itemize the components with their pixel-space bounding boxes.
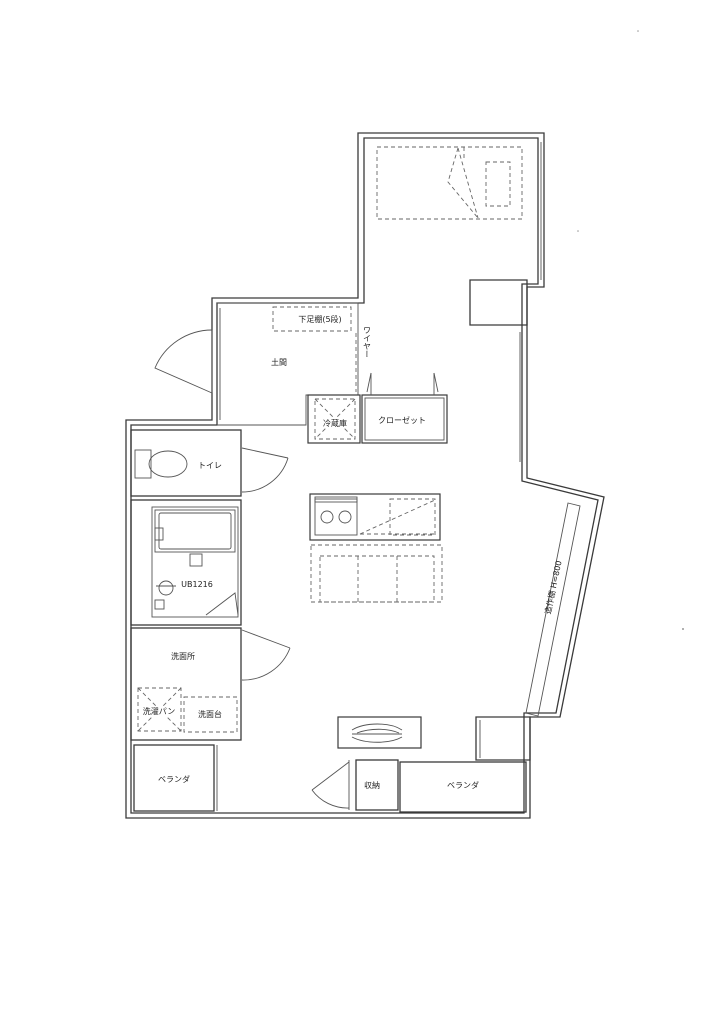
fridge-label: 冷蔵庫 <box>323 418 347 428</box>
kitchen-counter <box>309 493 441 541</box>
storage: 収納 <box>311 759 399 811</box>
veranda-left-label: ベランダ <box>158 774 190 784</box>
bed <box>376 146 523 220</box>
toilet-label: トイレ <box>198 461 222 470</box>
air-conditioner <box>337 716 422 749</box>
shelf-label: 造作棚 H=800 <box>543 560 564 615</box>
shoe-shelf-label: 下足棚(5段) <box>298 314 341 324</box>
vanity-label: 洗面台 <box>198 709 222 719</box>
lower-right-walls <box>475 716 531 761</box>
column-notch <box>469 279 528 326</box>
toilet-room: トイレ <box>130 429 289 497</box>
unit-bath: UB1216 <box>130 499 242 626</box>
veranda-right-label: ベランダ <box>447 780 479 790</box>
washroom-label: 洗面所 <box>171 651 195 661</box>
closet: クローゼット <box>361 372 448 444</box>
storage-label: 収納 <box>364 780 380 790</box>
closet-label: クローゼット <box>378 415 426 425</box>
sofa <box>310 544 443 603</box>
built-in-shelf: 造作棚 H=800 <box>525 502 581 717</box>
washer-pan-label: 洗濯パン <box>143 706 175 716</box>
unit-bath-label: UB1216 <box>181 580 213 589</box>
veranda-left: ベランダ <box>133 744 218 812</box>
fridge: 冷蔵庫 <box>307 394 361 444</box>
veranda-right: ベランダ <box>399 761 527 813</box>
entrance-label: 土間 <box>271 357 287 367</box>
washroom: 洗面所 洗濯パン 洗面台 <box>130 627 291 741</box>
wire-label: ワイヤー <box>363 326 372 358</box>
